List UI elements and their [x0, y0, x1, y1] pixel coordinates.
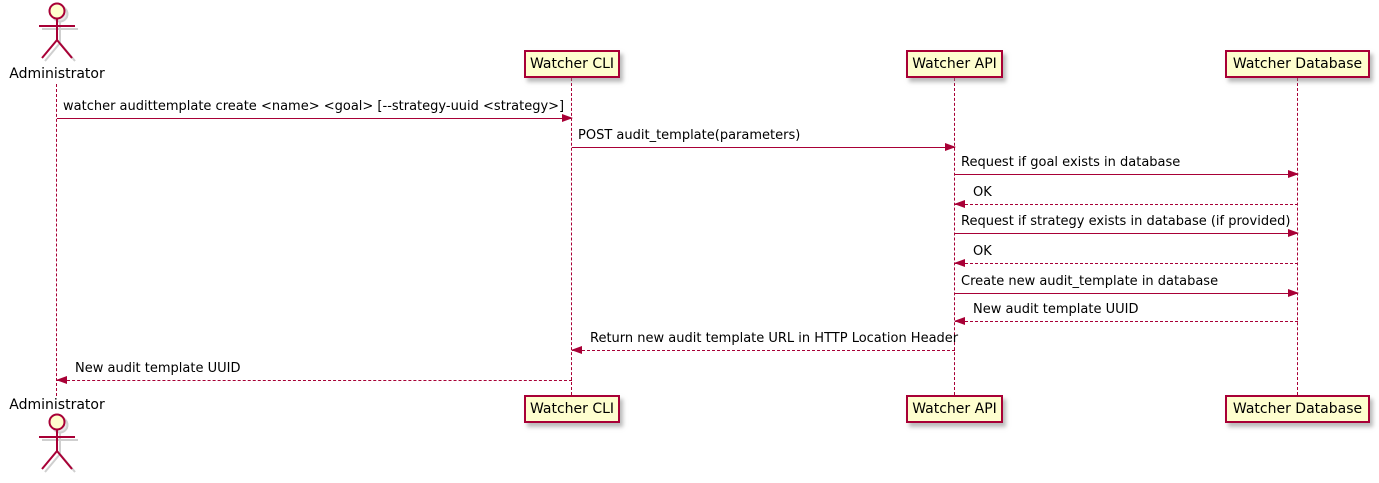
participant-watcher-api-top: Watcher API — [906, 50, 1003, 78]
arrowhead-left-icon — [954, 200, 965, 208]
actor-administrator-top — [33, 2, 81, 68]
message-line — [955, 229, 1299, 237]
message-line — [954, 259, 1298, 267]
message-request-strategy-exists: Request if strategy exists in database (… — [955, 214, 1299, 237]
lifeline-administrator — [56, 84, 57, 396]
message-label: OK — [973, 244, 992, 259]
actor-label-top: Administrator — [9, 66, 105, 82]
participant-label: Watcher CLI — [529, 56, 615, 72]
arrowhead-right-icon — [945, 143, 956, 151]
arrowhead-right-icon — [1288, 229, 1299, 237]
message-line — [56, 376, 572, 384]
message-new-uuid-to-admin: New audit template UUID — [56, 361, 572, 384]
participant-watcher-cli-bottom: Watcher CLI — [524, 395, 620, 423]
message-label: Return new audit template URL in HTTP Lo… — [590, 331, 959, 346]
participant-watcher-database-bottom: Watcher Database — [1225, 395, 1370, 423]
message-label: OK — [973, 185, 992, 200]
message-return-url-location-header: Return new audit template URL in HTTP Lo… — [571, 331, 959, 354]
message-ok-strategy: OK — [954, 244, 1298, 267]
message-line — [955, 289, 1299, 297]
arrowhead-right-icon — [1288, 170, 1299, 178]
arrowhead-left-icon — [954, 259, 965, 267]
arrowhead-right-icon — [562, 114, 573, 122]
message-create-in-database: Create new audit_template in database — [955, 274, 1299, 297]
message-label: POST audit_template(parameters) — [578, 128, 801, 143]
message-request-goal-exists: Request if goal exists in database — [955, 155, 1299, 178]
message-label: New audit template UUID — [75, 361, 241, 376]
arrowhead-left-icon — [56, 376, 67, 384]
actor-administrator-bottom — [33, 413, 81, 479]
message-create-audittemplate: watcher audittemplate create <name> <goa… — [57, 99, 573, 122]
message-line — [571, 346, 955, 354]
message-label: Request if strategy exists in database (… — [961, 214, 1291, 229]
participant-watcher-cli-top: Watcher CLI — [524, 50, 620, 78]
message-line — [954, 200, 1298, 208]
arrowhead-left-icon — [571, 346, 582, 354]
actor-figure-icon — [39, 413, 78, 473]
message-label: New audit template UUID — [973, 302, 1139, 317]
lifeline-watcher-api — [954, 78, 955, 395]
message-label: Request if goal exists in database — [961, 155, 1181, 170]
message-post-audit-template: POST audit_template(parameters) — [572, 128, 956, 151]
actor-label-bottom: Administrator — [9, 397, 105, 413]
message-ok-goal: OK — [954, 185, 1298, 208]
message-new-uuid-from-db: New audit template UUID — [954, 302, 1298, 325]
participant-label: Watcher Database — [1232, 401, 1363, 417]
participant-watcher-database-top: Watcher Database — [1225, 50, 1370, 78]
participant-label: Watcher Database — [1232, 56, 1363, 72]
arrowhead-right-icon — [1288, 289, 1299, 297]
message-label: Create new audit_template in database — [961, 274, 1219, 289]
actor-figure-icon — [39, 2, 78, 62]
lifeline-watcher-cli — [571, 78, 572, 395]
participant-watcher-api-bottom: Watcher API — [906, 395, 1003, 423]
message-line — [954, 317, 1298, 325]
participant-label: Watcher API — [912, 56, 997, 72]
message-line — [57, 114, 573, 122]
message-line — [955, 170, 1299, 178]
message-line — [572, 143, 956, 151]
participant-label: Watcher API — [912, 401, 997, 417]
arrowhead-left-icon — [954, 317, 965, 325]
message-label: watcher audittemplate create <name> <goa… — [63, 99, 565, 114]
participant-label: Watcher CLI — [529, 401, 615, 417]
